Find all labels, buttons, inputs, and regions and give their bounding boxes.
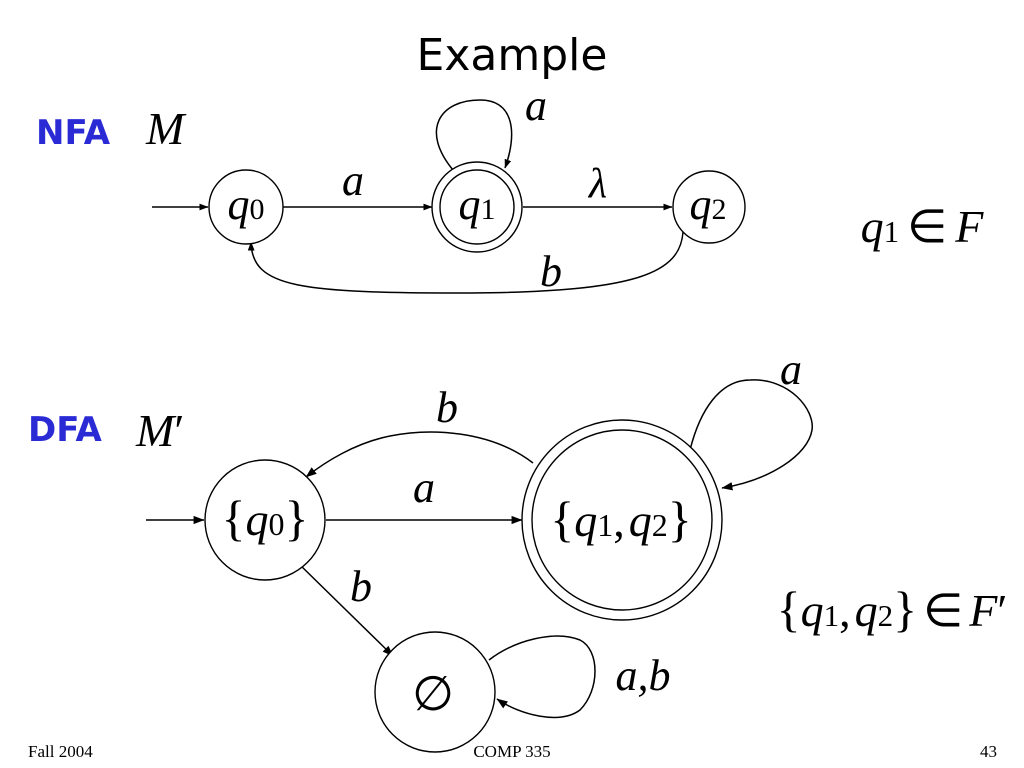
nfa-label-q2-q0: b bbox=[540, 247, 562, 296]
nfa-edge-q2-q0 bbox=[247, 231, 684, 294]
dfa-state-s12-label: {q1,q2} bbox=[550, 491, 692, 547]
empty-set-symbol: ∅ bbox=[412, 668, 454, 721]
nfa-label-q1-q2: λ bbox=[587, 161, 607, 207]
nfa-state-q1-label: q1 bbox=[459, 180, 496, 229]
nfa-state-q1-inner bbox=[439, 169, 515, 245]
nfa-state-q0 bbox=[208, 169, 284, 245]
dfa-label-s0-s12: a bbox=[413, 463, 435, 512]
nfa-state-q2-label: q2 bbox=[690, 180, 727, 229]
dfa-label-s12-s0: b bbox=[436, 383, 458, 432]
nfa-diagram: q0 q1 q2 a a λ b bbox=[152, 81, 746, 296]
dfa-edge-s12-s0 bbox=[305, 431, 534, 478]
nfa-label-q1-loop: a bbox=[525, 81, 547, 130]
nfa-label-q0-q1: a bbox=[342, 156, 364, 205]
nfa-label: NFA bbox=[36, 113, 111, 153]
nfa-state-q0-label: q0 bbox=[228, 180, 265, 229]
dfa-loop-s12 bbox=[689, 379, 813, 491]
dfa-loop-empty bbox=[488, 635, 596, 719]
dfa-state-empty bbox=[374, 631, 496, 753]
dfa-state-s0-label: {q0} bbox=[222, 490, 309, 546]
footer-center: COMP 335 bbox=[473, 742, 550, 761]
dfa-label: DFA bbox=[28, 410, 103, 450]
dfa-state-s0 bbox=[204, 459, 326, 581]
dfa-diagram: {q0} {q1,q2} ∅ a b a b a,b bbox=[146, 345, 813, 753]
dfa-label-s12-loop: a bbox=[780, 345, 802, 394]
nfa-machine-name: M bbox=[145, 103, 187, 154]
dfa-edge-s0-empty bbox=[297, 562, 394, 657]
footer-left: Fall 2004 bbox=[28, 742, 93, 761]
dfa-label-s0-empty: b bbox=[350, 562, 372, 611]
nfa-state-q2 bbox=[672, 170, 746, 244]
slide-title: Example bbox=[417, 30, 608, 81]
nfa-loop-q1 bbox=[435, 99, 513, 171]
dfa-accept-set: {q1,q2}∈F′ bbox=[777, 581, 1008, 637]
nfa-accept-set: q1∈F bbox=[861, 201, 985, 252]
footer-page-number: 43 bbox=[980, 742, 997, 761]
dfa-state-s12-inner bbox=[531, 429, 713, 611]
dfa-machine-name: M′ bbox=[135, 405, 184, 456]
dfa-label-empty-loop: a,b bbox=[616, 651, 671, 700]
